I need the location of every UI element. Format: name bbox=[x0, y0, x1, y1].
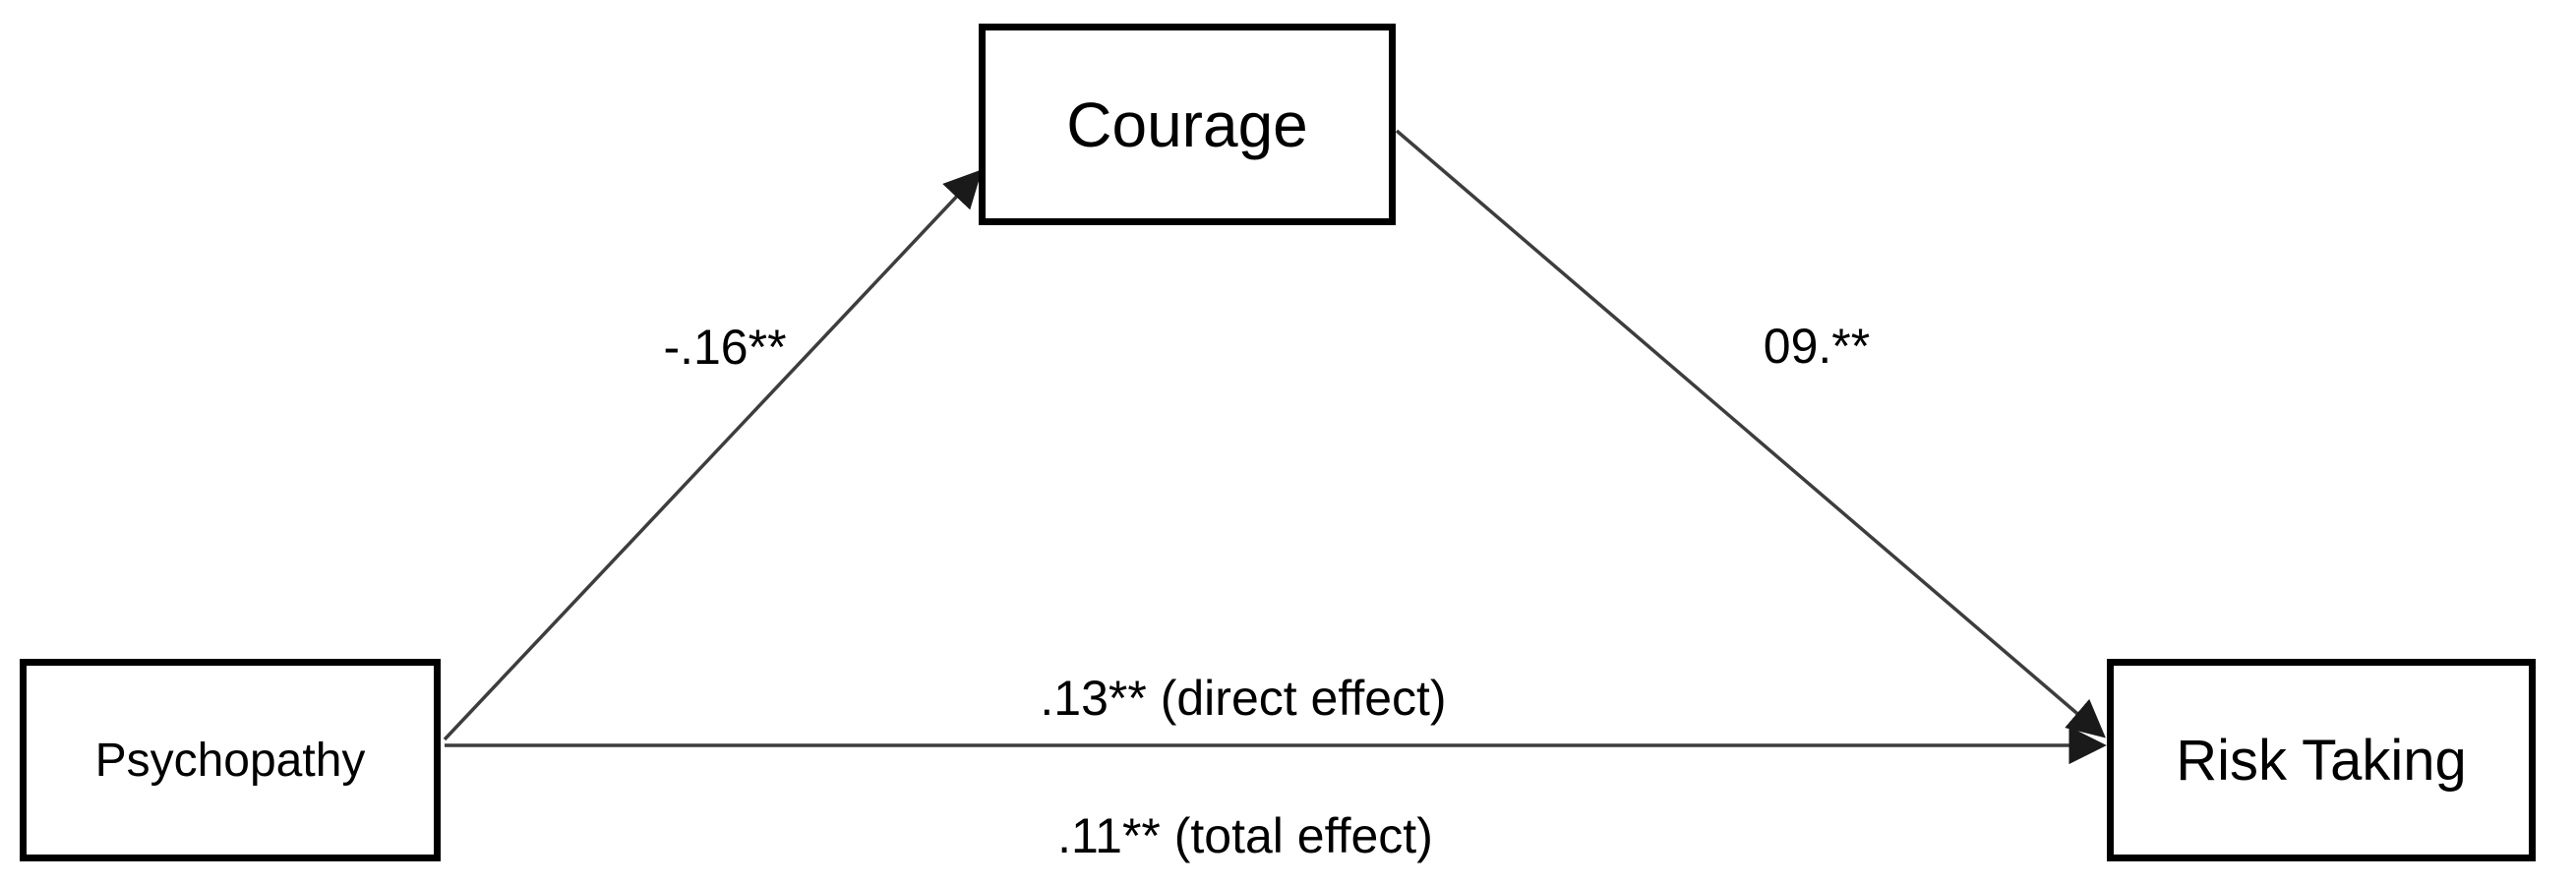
node-psychopathy: Psychopathy bbox=[20, 659, 441, 861]
node-courage: Courage bbox=[979, 24, 1396, 225]
edge-label-a-path: -.16** bbox=[663, 320, 787, 375]
edge-label-direct-effect: .13** (direct effect) bbox=[1040, 671, 1447, 726]
edge-label-total-effect: .11** (total effect) bbox=[1057, 808, 1433, 863]
edge-psychopathy-to-courage bbox=[443, 169, 983, 741]
node-psychopathy-label: Psychopathy bbox=[94, 734, 366, 787]
edge-courage-to-risktaking bbox=[1395, 129, 2106, 738]
node-risk-taking: Risk Taking bbox=[2107, 659, 2536, 861]
edge-label-b-path: 09.** bbox=[1763, 319, 1871, 374]
node-risk-taking-label: Risk Taking bbox=[2176, 728, 2467, 793]
node-courage-label: Courage bbox=[1066, 88, 1308, 160]
